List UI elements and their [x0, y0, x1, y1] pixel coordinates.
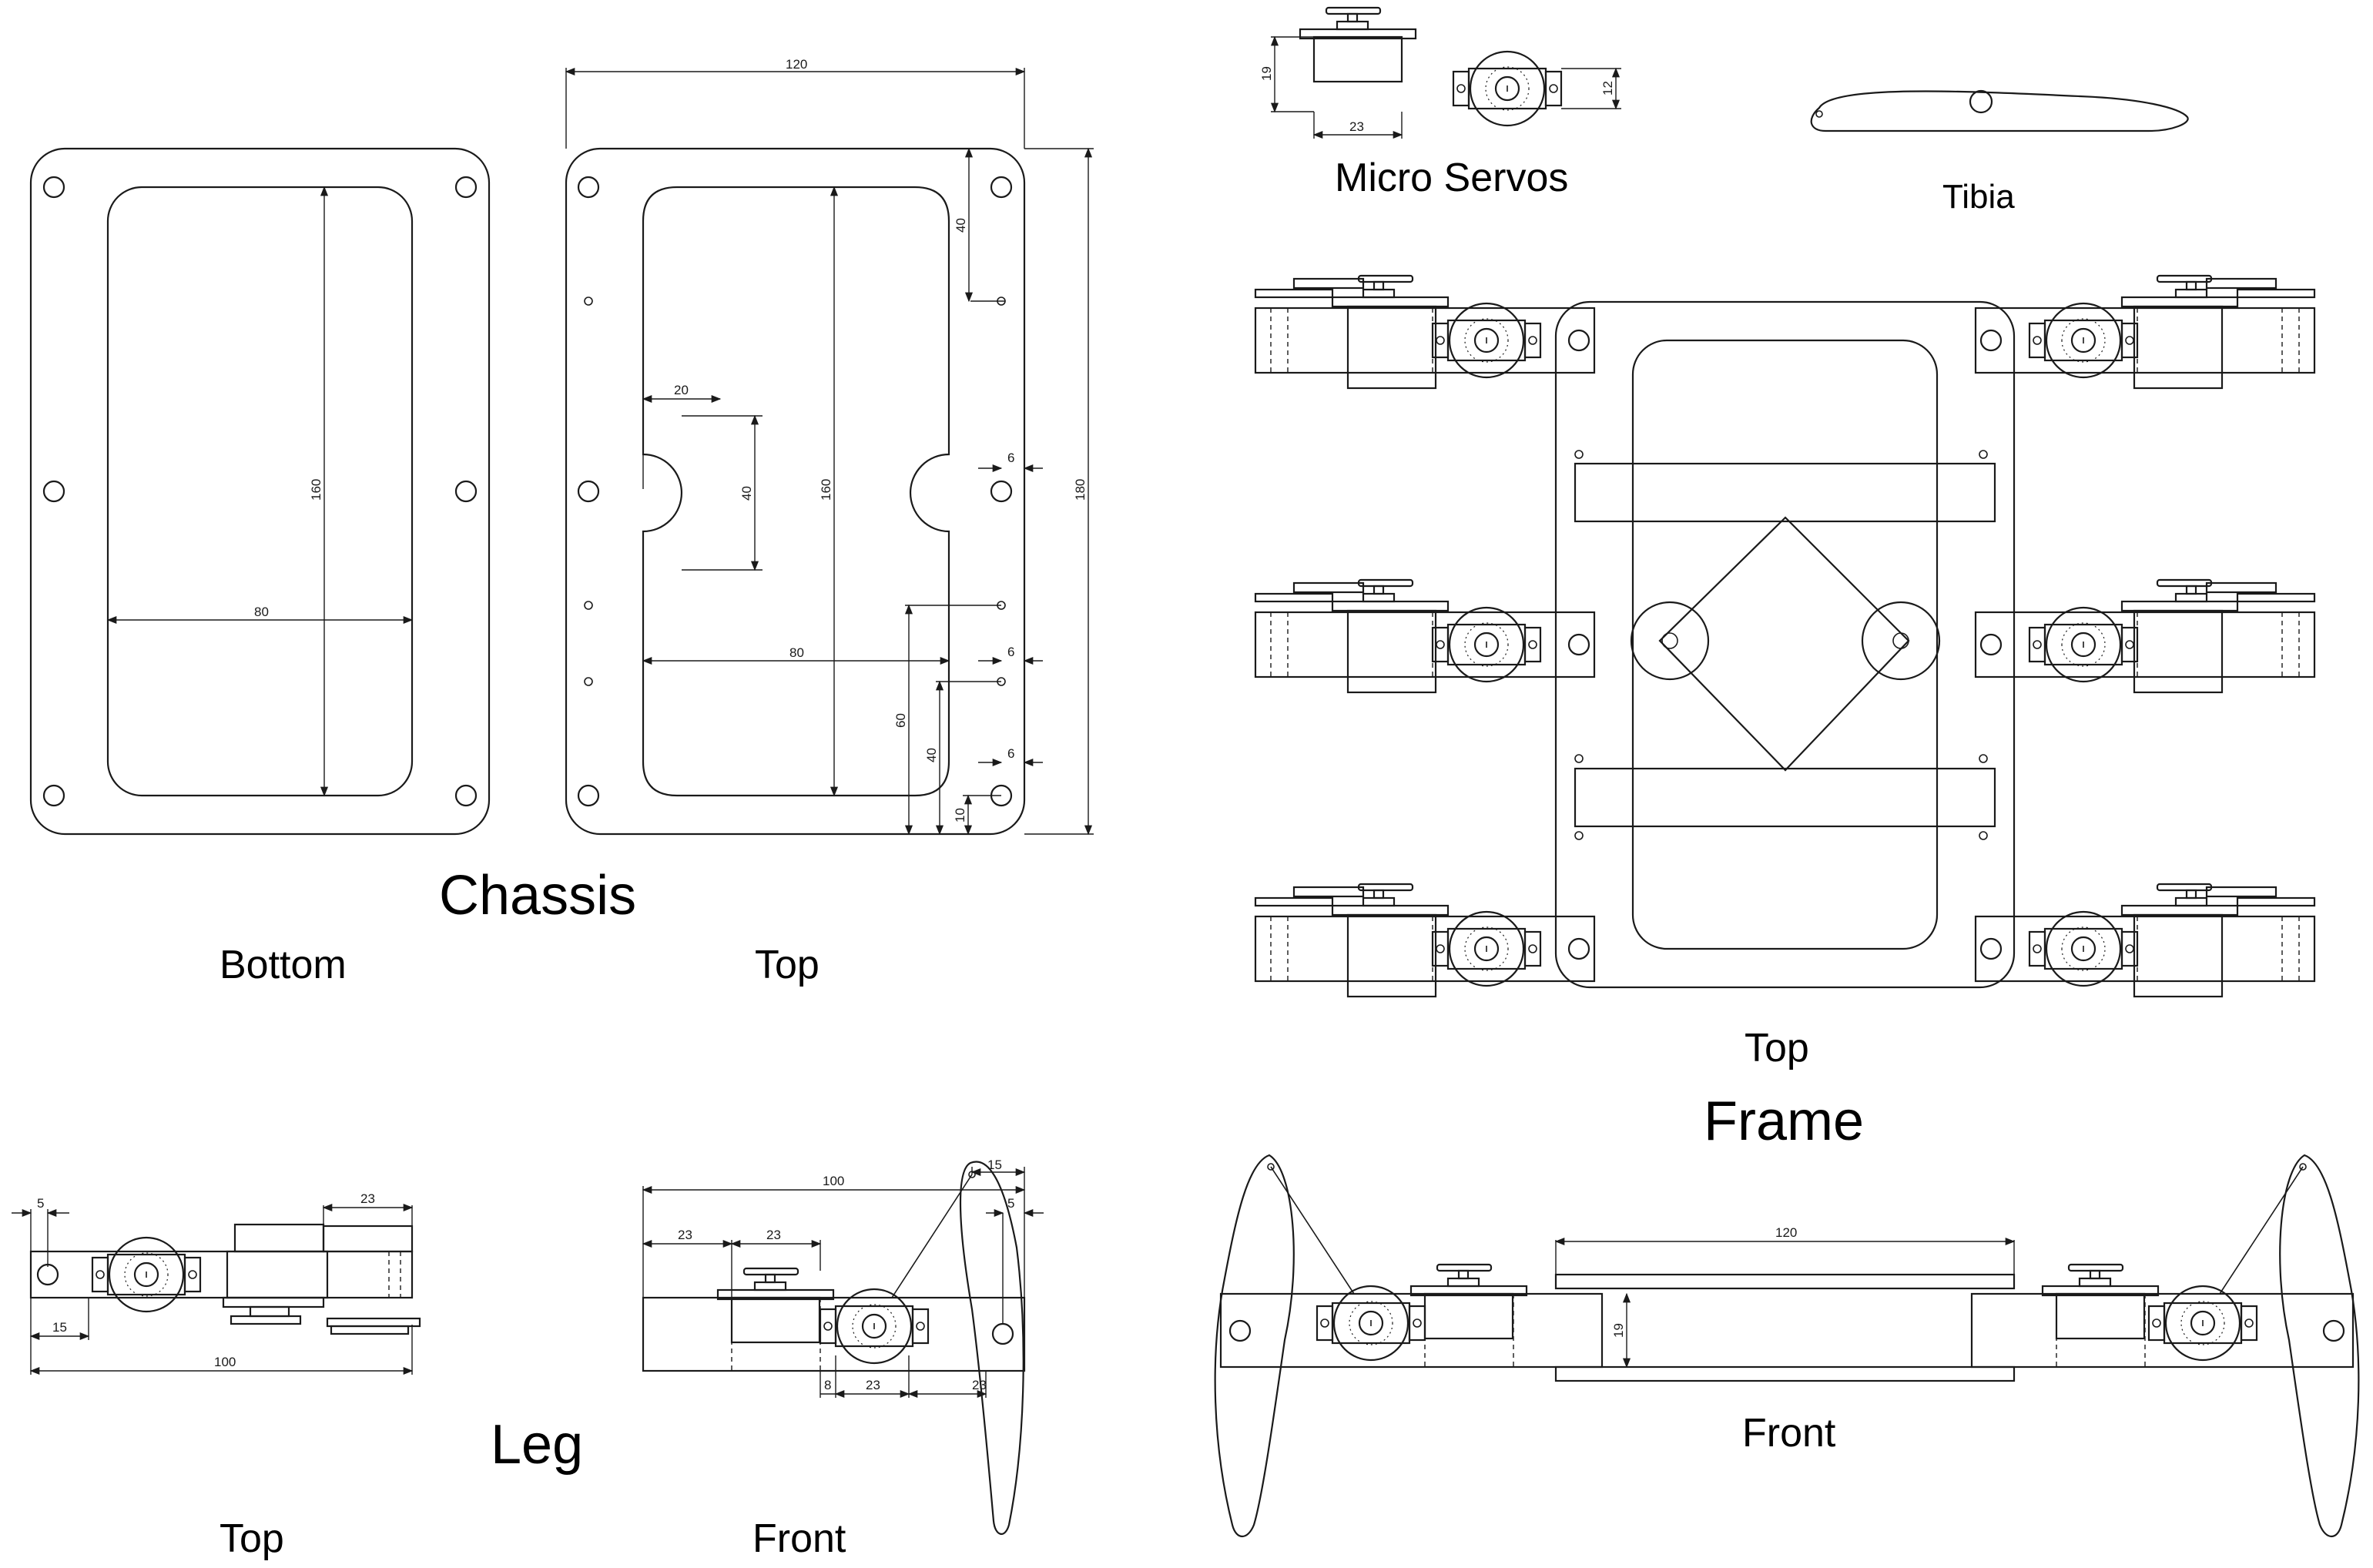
frame-top-label: Top — [1745, 1026, 1809, 1070]
dim-frame-19: 19 — [1611, 1323, 1626, 1338]
leg-front-label: Front — [752, 1516, 846, 1561]
leg-front-view: 100 23 23 15 5 8 23 23 — [642, 1158, 1044, 1535]
leg-top-view: 5 23 15 100 — [12, 1191, 421, 1375]
dim-leg-front-23a: 23 — [678, 1228, 692, 1242]
dim-leg-front-8: 8 — [824, 1378, 831, 1392]
dim-top-180: 180 — [1073, 479, 1088, 501]
dim-top-hole-40: 40 — [954, 218, 968, 233]
chassis-bottom-view: 160 80 — [29, 147, 491, 836]
dim-servo-12: 12 — [1600, 81, 1615, 95]
dim-top-6b: 6 — [1007, 645, 1014, 659]
dim-bottom-160: 160 — [309, 479, 323, 501]
dim-top-40b: 40 — [924, 748, 939, 762]
dim-leg-top-100: 100 — [214, 1355, 236, 1369]
dim-leg-front-23b: 23 — [766, 1228, 781, 1242]
leg-top-label: Top — [220, 1516, 284, 1561]
chassis-top-label: Top — [755, 943, 819, 987]
dim-top-80: 80 — [789, 645, 804, 660]
tibia-part — [1810, 89, 2189, 132]
micro-servos-label: Micro Servos — [1335, 156, 1568, 200]
chassis-bottom-label: Bottom — [220, 943, 347, 987]
leg-title: Leg — [491, 1414, 583, 1476]
dim-leg-front-5: 5 — [1007, 1196, 1014, 1211]
chassis-title: Chassis — [439, 865, 636, 926]
dim-servo-19: 19 — [1259, 66, 1274, 81]
dim-servo-23: 23 — [1349, 119, 1364, 134]
frame-title: Frame — [1704, 1091, 1864, 1152]
dim-top-10: 10 — [953, 808, 967, 823]
dim-top-120: 120 — [786, 57, 807, 72]
dim-leg-front-100: 100 — [823, 1174, 844, 1188]
dim-leg-front-23d: 23 — [972, 1378, 987, 1392]
tibia-label: Tibia — [1942, 178, 2015, 216]
dim-leg-top-23: 23 — [360, 1191, 375, 1206]
frame-front-view: 120 19 — [1214, 1154, 2360, 1538]
frame-front-label: Front — [1742, 1411, 1836, 1456]
dim-leg-top-5: 5 — [37, 1196, 44, 1211]
dim-leg-front-23c: 23 — [866, 1378, 880, 1392]
dim-top-6a: 6 — [1007, 451, 1014, 465]
dim-leg-top-15: 15 — [52, 1320, 67, 1335]
micro-servo-top: 12 — [1452, 50, 1621, 127]
chassis-top-view: 120 180 160 80 20 40 40 6 6 6 — [565, 57, 1094, 836]
dim-top-notch-40: 40 — [739, 486, 754, 501]
frame-top-view — [1255, 276, 2314, 997]
dim-leg-front-15: 15 — [987, 1158, 1002, 1172]
dim-top-60: 60 — [893, 713, 908, 728]
dim-top-6c: 6 — [1007, 746, 1014, 761]
dim-bottom-80: 80 — [254, 605, 269, 619]
dim-top-20: 20 — [674, 383, 689, 397]
micro-servo-side: 19 23 — [1259, 6, 1417, 139]
dim-frame-120: 120 — [1775, 1225, 1797, 1240]
dim-top-160: 160 — [819, 479, 833, 501]
